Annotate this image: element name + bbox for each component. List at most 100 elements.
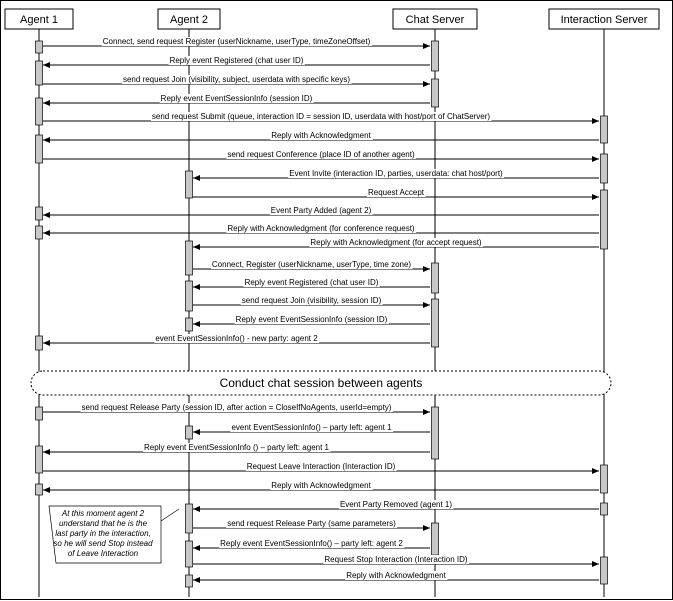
message-label: Event Invite (interaction ID, parties, u… xyxy=(289,169,503,178)
note-box: At this moment agent 2 understand that h… xyxy=(48,505,180,564)
note-line: last party in the interaction, xyxy=(55,529,151,538)
activation-bar-agent1 xyxy=(35,206,43,221)
message-label: Reply event EventSessionInfo (session ID… xyxy=(236,315,388,324)
banner-label: Conduct chat session between agents xyxy=(220,376,423,390)
message-label: event EventSessionInfo() - new party: ag… xyxy=(155,334,318,343)
message-label-bg xyxy=(345,571,448,580)
message-label-bg xyxy=(270,481,373,490)
message-label-bg xyxy=(243,278,380,287)
message-label: send request Join (visibility, subject, … xyxy=(123,75,350,84)
message-label-bg xyxy=(159,94,314,103)
message-label: send request Join (visibility, session I… xyxy=(242,296,382,305)
note-line: of Leave Interaction xyxy=(68,549,139,558)
message-label-bg xyxy=(101,37,372,46)
activation-bar-agent1 xyxy=(35,97,43,126)
activation-bar-chat xyxy=(431,406,439,460)
participant-chat-server: Chat Server xyxy=(392,8,478,30)
activation-bar-agent2 xyxy=(185,540,193,568)
message-label-bg xyxy=(226,519,398,528)
phase-banner: Conduct chat session between agents xyxy=(30,370,612,396)
message-label-bg xyxy=(269,206,373,215)
message-label-bg xyxy=(234,315,389,324)
activation-bar-agent1 xyxy=(35,225,43,240)
message-label: Reply with Acknowledgment xyxy=(271,481,371,490)
message-label: Event Party Removed (agent 1) xyxy=(340,500,452,509)
message-label: Event Party Added (agent 2) xyxy=(271,206,372,215)
activation-bar-agent1 xyxy=(35,483,43,496)
message-label: Reply event Registered (chat user ID) xyxy=(170,56,304,65)
participant-label: Interaction Server xyxy=(561,14,648,26)
activation-bar-agent2 xyxy=(185,503,193,534)
message-label: Reply event EventSessionInfo (session ID… xyxy=(161,94,313,103)
activation-bar-agent1 xyxy=(35,335,43,351)
message-label: Reply event EventSessionInfo () – party … xyxy=(144,443,330,452)
message-label-bg xyxy=(288,169,505,178)
activation-bar-chat xyxy=(431,78,439,108)
message-label: Reply event EventSessionInfo() – party l… xyxy=(220,539,403,548)
message-label-bg xyxy=(80,403,393,412)
participant-label: Agent 1 xyxy=(20,14,58,26)
activation-bar-ixn xyxy=(600,189,608,250)
message-label: Request Accept xyxy=(368,188,425,197)
activation-bar-ixn xyxy=(600,464,608,494)
activation-bar-chat xyxy=(431,298,439,348)
participant-interaction-server: Interaction Server xyxy=(548,8,660,30)
message-label: Request Stop Interaction (Interaction ID… xyxy=(324,555,468,564)
activation-bar-chat xyxy=(431,40,439,72)
message-label-bg xyxy=(366,188,426,197)
message-label-bg xyxy=(338,500,454,509)
message-label: send request Release Party (session ID, … xyxy=(82,403,392,412)
activation-bar-agent1 xyxy=(35,134,43,164)
participant-label: Chat Server xyxy=(406,14,465,26)
activation-bar-agent2 xyxy=(185,240,193,276)
message-label: Connect, Register (userNickname, userTyp… xyxy=(212,260,412,269)
activation-bar-chat xyxy=(431,522,439,556)
participant-agent2: Agent 2 xyxy=(157,8,221,30)
note-line: so he will send Stop instead xyxy=(53,539,153,548)
activation-bar-ixn xyxy=(600,115,608,144)
activation-bar-agent2 xyxy=(185,280,193,312)
message-label: Request Leave Interaction (Interaction I… xyxy=(247,462,396,471)
message-label: Reply with Acknowledgment xyxy=(346,571,446,580)
activation-bar-agent1 xyxy=(35,40,43,54)
activation-bar-agent2 xyxy=(185,170,193,199)
message-label-bg xyxy=(154,334,320,343)
message-label-bg xyxy=(143,443,331,452)
activation-bar-ixn xyxy=(600,556,608,585)
message-label-bg xyxy=(226,150,416,159)
message-label: send request Release Party (same paramet… xyxy=(227,519,396,528)
note-line: understand that he is the xyxy=(59,519,148,528)
message-label: Reply event Registered (chat user ID) xyxy=(245,278,379,287)
message-label: send request Conference (place ID of ano… xyxy=(227,150,415,159)
activation-bar-agent2 xyxy=(185,425,193,440)
message-label-bg xyxy=(219,539,405,548)
activation-bar-agent2 xyxy=(185,317,193,332)
message-label: Connect, send request Register (userNick… xyxy=(103,37,371,46)
message-label: event EventSessionInfo() – party left: a… xyxy=(231,423,392,432)
message-label-bg xyxy=(230,423,394,432)
message-label-bg xyxy=(226,224,416,233)
message-label-bg xyxy=(309,238,483,247)
message-label-bg xyxy=(210,260,413,269)
activation-bar-agent1 xyxy=(35,445,43,474)
activation-bar-ixn xyxy=(600,502,608,516)
message-label-bg xyxy=(121,75,352,84)
activation-bar-agent1 xyxy=(35,60,43,86)
message-label-bg xyxy=(270,131,373,140)
activation-bar-agent2 xyxy=(185,574,193,588)
activation-bar-agent1 xyxy=(35,406,43,421)
message-label-bg xyxy=(168,56,305,65)
participant-agent1: Agent 1 xyxy=(4,8,74,30)
note-line: At this moment agent 2 xyxy=(61,509,145,518)
message-label: Reply with Acknowledgment (for accept re… xyxy=(310,238,482,247)
message-label: Reply with Acknowledgment xyxy=(271,131,371,140)
message-label-bg xyxy=(323,555,469,564)
message-label: send request Submit (queue, interaction … xyxy=(152,112,491,121)
message-label-bg xyxy=(150,112,492,121)
activation-bar-chat xyxy=(431,262,439,294)
message-label-bg xyxy=(240,296,383,305)
message-label: Reply with Acknowledgment (for conferenc… xyxy=(227,224,415,233)
activation-bar-ixn xyxy=(600,153,608,184)
